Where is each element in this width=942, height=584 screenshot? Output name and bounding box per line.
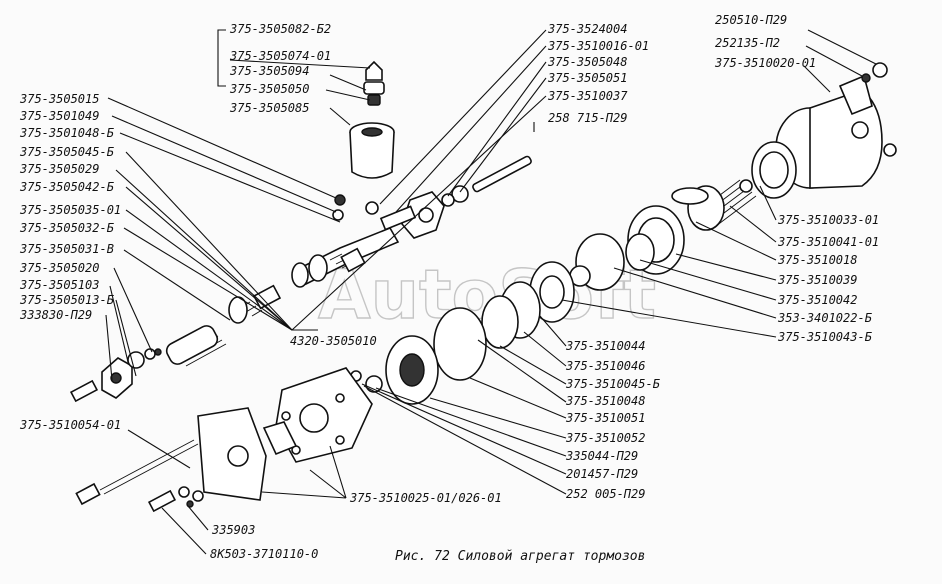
label-375-3505029: 375-3505029 bbox=[19, 162, 99, 176]
label-375-3510043-b: 375-3510043-Б bbox=[777, 330, 873, 344]
label-201457-p29: 201457-П29 bbox=[566, 467, 638, 481]
mounting-bracket-and-plate bbox=[197, 367, 373, 501]
booster-housing bbox=[775, 62, 897, 189]
label-353-3401022-b: 353-3401022-Б bbox=[777, 311, 873, 325]
label-335903: 335903 bbox=[211, 523, 255, 537]
label-250510-p29: 250510-П29 bbox=[715, 13, 787, 27]
label-375-3510046: 375-3510046 bbox=[565, 359, 645, 373]
label-375-3505032-b: 375-3505032-Б bbox=[19, 221, 115, 235]
label-375-3505045-b: 375-3505045-Б bbox=[19, 145, 115, 159]
label-375-3510025-01-026-01: 375-3510025-01/026-01 bbox=[349, 491, 502, 505]
label-252135-p2: 252135-П2 bbox=[715, 36, 780, 50]
label-375-3505048: 375-3505048 bbox=[547, 55, 627, 69]
label-375-3510044: 375-3510044 bbox=[565, 339, 645, 353]
label-375-3501049: 375-3501049 bbox=[19, 109, 99, 123]
label-375-3510033-01: 375-3510033-01 bbox=[777, 213, 879, 227]
label-375-3505013-b: 375-3505013-Б bbox=[19, 293, 115, 307]
label-375-3510020-01: 375-3510020-01 bbox=[714, 56, 816, 70]
label-375-3510048: 375-3510048 bbox=[565, 394, 645, 408]
label-375-3505085: 375-3505085 bbox=[229, 101, 309, 115]
label-4320-3505010: 4320-3505010 bbox=[290, 334, 377, 348]
label-375-3510039: 375-3510039 bbox=[777, 273, 857, 287]
label-375-3505094: 375-3505094 bbox=[229, 64, 309, 78]
label-8k503-3710110-0: 8К503-3710110-0 bbox=[210, 547, 318, 561]
label-375-3510054-01: 375-3510054-01 bbox=[19, 418, 121, 432]
label-252005-p29: 252 005-П29 bbox=[566, 487, 645, 501]
label-258715-p29: 258 715-П29 bbox=[548, 111, 627, 125]
label-375-3510018: 375-3510018 bbox=[777, 253, 857, 267]
label-375-3505074-01: 375-3505074-01 bbox=[229, 49, 331, 63]
label-375-3501048-b: 375-3501048-Б bbox=[19, 126, 115, 140]
part-labels: 375-3505082-Б2 375-3505074-01 375-350509… bbox=[19, 13, 879, 564]
label-375-3505020: 375-3505020 bbox=[19, 261, 99, 275]
reservoir-assembly bbox=[349, 60, 395, 179]
figure-caption: Рис. 72 Силовой агрегат тормозов bbox=[395, 549, 645, 564]
label-375-3510045-b: 375-3510045-Б bbox=[565, 377, 661, 391]
label-375-3505082-b2: 375-3505082-Б2 bbox=[229, 22, 331, 36]
end-cap-and-bolt bbox=[69, 348, 162, 403]
label-375-3505035-01: 375-3505035-01 bbox=[19, 203, 121, 217]
label-333830-p29: 333830-П29 bbox=[19, 308, 92, 322]
long-bolt-and-switch bbox=[75, 439, 204, 513]
label-375-3505015: 375-3505015 bbox=[19, 92, 99, 106]
label-375-3510041-01: 375-3510041-01 bbox=[777, 235, 879, 249]
label-375-3505051: 375-3505051 bbox=[547, 71, 627, 85]
label-375-3510016-01: 375-3510016-01 bbox=[547, 39, 649, 53]
label-375-3510051: 375-3510051 bbox=[565, 411, 645, 425]
label-375-3524004: 375-3524004 bbox=[547, 22, 627, 36]
label-375-3510037: 375-3510037 bbox=[547, 89, 628, 103]
booster-pistons bbox=[350, 141, 797, 405]
label-375-3505050: 375-3505050 bbox=[229, 82, 309, 96]
label-375-3510042: 375-3510042 bbox=[777, 293, 857, 307]
pin-part bbox=[472, 155, 532, 193]
label-375-3505103: 375-3505103 bbox=[19, 278, 99, 292]
label-375-3510052: 375-3510052 bbox=[565, 431, 645, 445]
label-375-3505042-b: 375-3505042-Б bbox=[19, 180, 115, 194]
label-375-3505031-v: 375-3505031-В bbox=[19, 242, 114, 256]
label-335044-p29: 335044-П29 bbox=[565, 449, 638, 463]
leader-lines bbox=[105, 29, 877, 555]
